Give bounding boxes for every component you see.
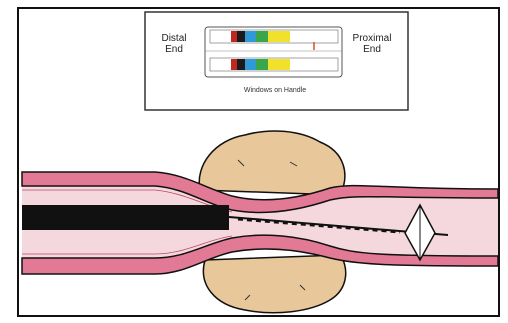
lower-color-band (237, 59, 245, 70)
proximal-label-line-2: End (344, 44, 400, 55)
upper-color-band (231, 31, 237, 42)
lower-color-band (268, 59, 279, 70)
distal-label-line-1: Distal (152, 33, 196, 44)
lower-color-band (256, 59, 268, 70)
upper-color-band (256, 31, 268, 42)
catheter-body (22, 205, 229, 230)
proximal-end-label: Proximal End (344, 33, 400, 55)
handle-illustration (205, 27, 342, 77)
lower-color-band (231, 59, 237, 70)
distal-end-label: Distal End (152, 33, 196, 55)
upper-color-band (237, 31, 245, 42)
upper-color-band (268, 31, 279, 42)
lower-color-bands (231, 59, 290, 70)
legend-caption: Windows on Handle (200, 87, 350, 95)
proximal-label-line-1: Proximal (344, 33, 400, 44)
upper-color-band (245, 31, 256, 42)
distal-label-line-2: End (152, 44, 196, 55)
lower-color-band (279, 59, 290, 70)
upper-color-bands (231, 31, 290, 42)
upper-color-band (279, 31, 290, 42)
lower-color-band (245, 59, 256, 70)
